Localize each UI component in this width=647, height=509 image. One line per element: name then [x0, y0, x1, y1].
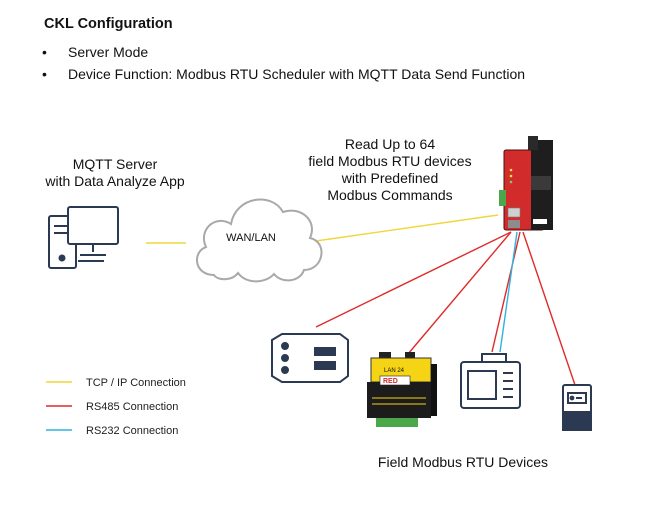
- bullet-text: Device Function: Modbus RTU Scheduler wi…: [68, 66, 526, 82]
- field-devices-label: Field Modbus RTU Devices: [377, 454, 549, 470]
- field-device-meter-icon: [460, 353, 521, 409]
- rs485-link-4: [491, 231, 521, 353]
- server-label: MQTT Server with Data Analyze App: [45, 156, 185, 189]
- field-device-yellow-icon: LAN 24 RED: [367, 352, 437, 427]
- field-device-small-meter-icon: [562, 384, 592, 431]
- legend: TCP / IP Connection RS485 Connection RS2…: [46, 377, 186, 437]
- bullet-item: •Server Mode: [40, 41, 525, 63]
- page-title: CKL Configuration: [44, 16, 173, 32]
- gateway-device-icon: [499, 136, 553, 231]
- tcp-link-cloud-gateway: [315, 214, 499, 242]
- gateway-label: Read Up to 64 field Modbus RTU devices w…: [308, 136, 472, 203]
- cloud-icon: [196, 198, 323, 283]
- rs232-link: [499, 231, 518, 353]
- bullet-list: •Server Mode •Device Function: Modbus RT…: [40, 41, 525, 85]
- cloud-label: WAN/LAN: [226, 232, 276, 244]
- rs485-link-1: [315, 231, 512, 328]
- legend-label-rs485: RS485 Connection: [86, 401, 178, 413]
- field-device-panel-icon: [271, 333, 349, 383]
- bullet-text: Server Mode: [68, 44, 149, 60]
- device-badge-text: RED: [383, 378, 398, 385]
- legend-label-tcp: TCP / IP Connection: [86, 377, 186, 389]
- rs485-link-3: [522, 231, 576, 386]
- bullet-item: •Device Function: Modbus RTU Scheduler w…: [40, 63, 525, 85]
- device-model-text: LAN 24: [384, 368, 405, 374]
- rs485-link-2: [407, 231, 512, 355]
- legend-label-rs232: RS232 Connection: [86, 425, 178, 437]
- computer-icon: [48, 206, 119, 269]
